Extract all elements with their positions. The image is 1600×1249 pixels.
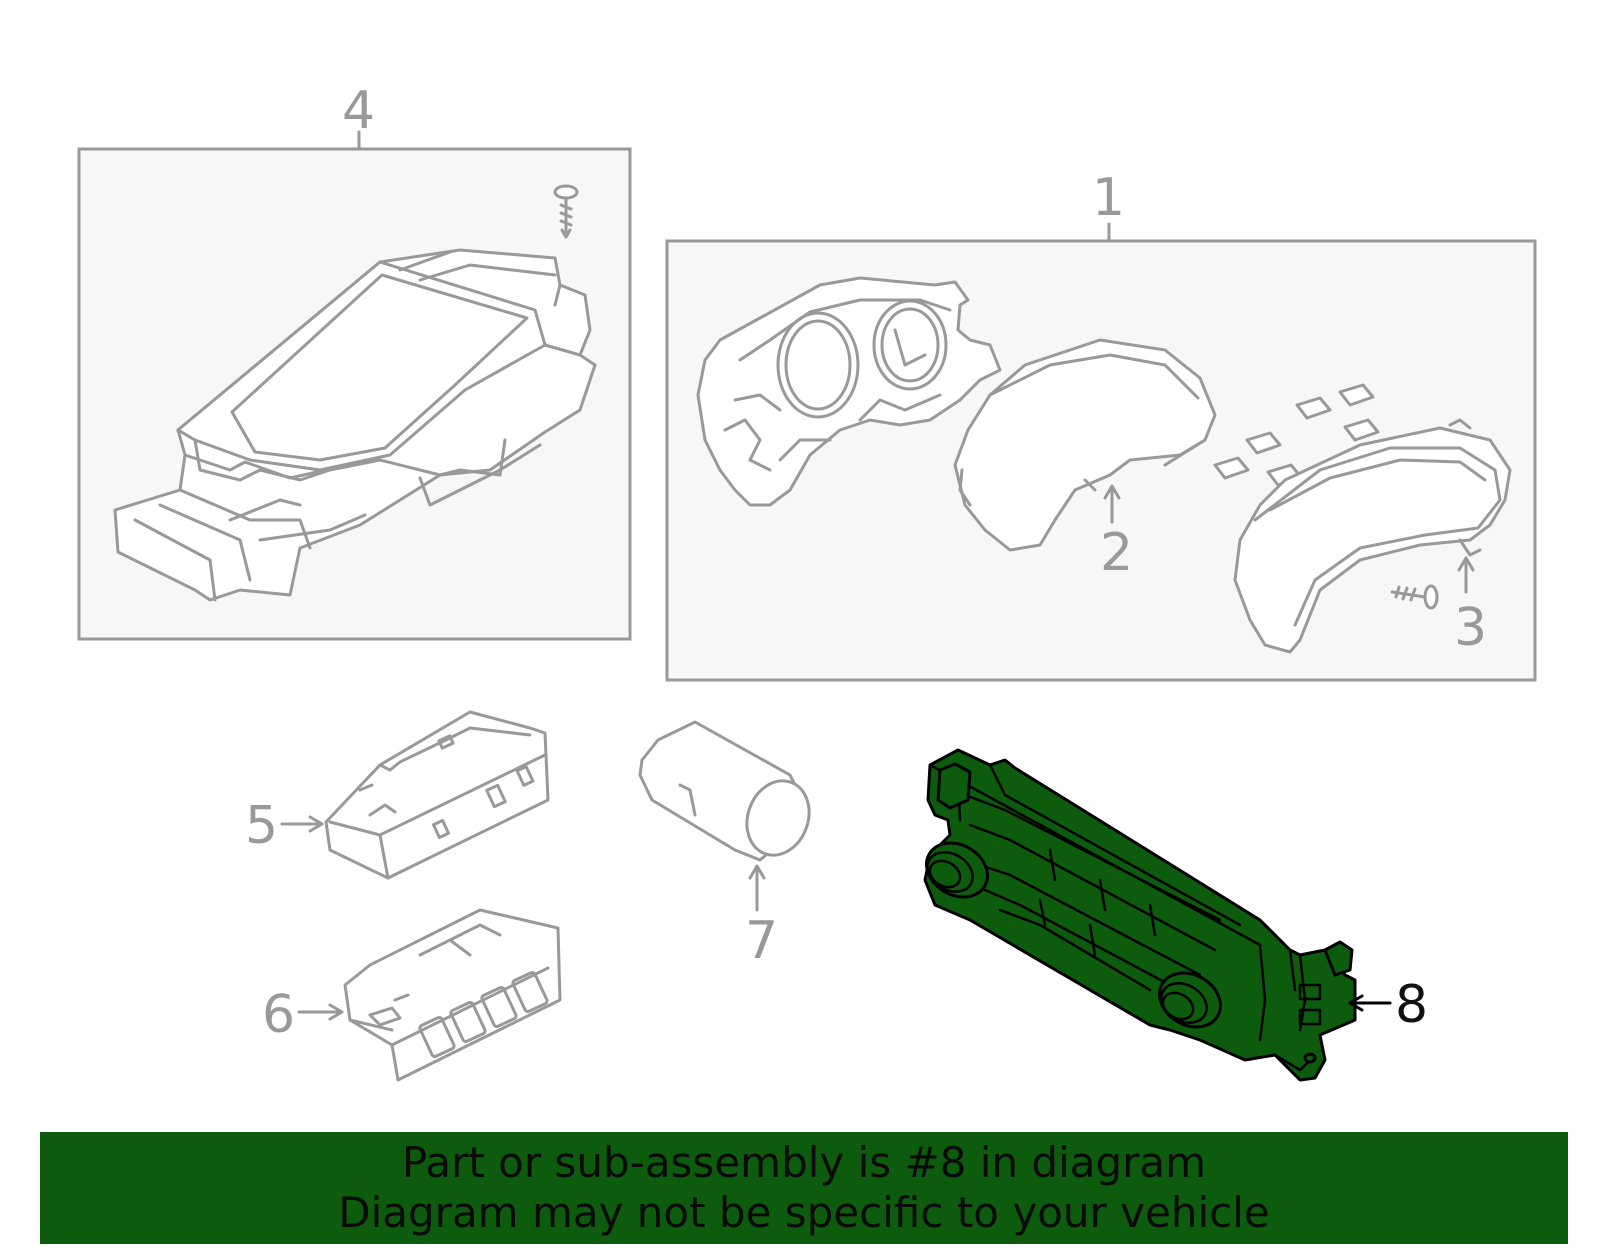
info-banner: Part or sub-assembly is #8 in diagram Di… bbox=[40, 1132, 1568, 1244]
part-3-meter-assembly[interactable] bbox=[1213, 383, 1512, 654]
callout-5[interactable]: 5 bbox=[245, 796, 278, 856]
part-4-display-unit[interactable] bbox=[113, 184, 597, 602]
part-7-cylinder[interactable] bbox=[638, 720, 819, 864]
banner-line-2: Diagram may not be specific to your vehi… bbox=[338, 1188, 1270, 1237]
callout-2[interactable]: 2 bbox=[1100, 523, 1133, 583]
part-5-switch[interactable] bbox=[324, 710, 550, 880]
callout-4[interactable]: 4 bbox=[342, 81, 375, 141]
clip-icons bbox=[1213, 383, 1380, 487]
screw-icon bbox=[553, 184, 579, 239]
part-8-control-panel-highlighted[interactable] bbox=[917, 748, 1357, 1082]
callout-7[interactable]: 7 bbox=[745, 911, 778, 971]
callout-3[interactable]: 3 bbox=[1454, 598, 1487, 658]
callout-1[interactable]: 1 bbox=[1092, 168, 1125, 228]
callout-8[interactable]: 8 bbox=[1395, 975, 1428, 1035]
callout-6[interactable]: 6 bbox=[262, 985, 295, 1045]
screw-icon bbox=[1390, 584, 1439, 610]
banner-line-1: Part or sub-assembly is #8 in diagram bbox=[401, 1138, 1207, 1187]
part-6-switch[interactable] bbox=[343, 908, 562, 1082]
part-2-lens[interactable] bbox=[953, 338, 1217, 552]
part-1-cluster-housing[interactable] bbox=[696, 276, 1002, 507]
